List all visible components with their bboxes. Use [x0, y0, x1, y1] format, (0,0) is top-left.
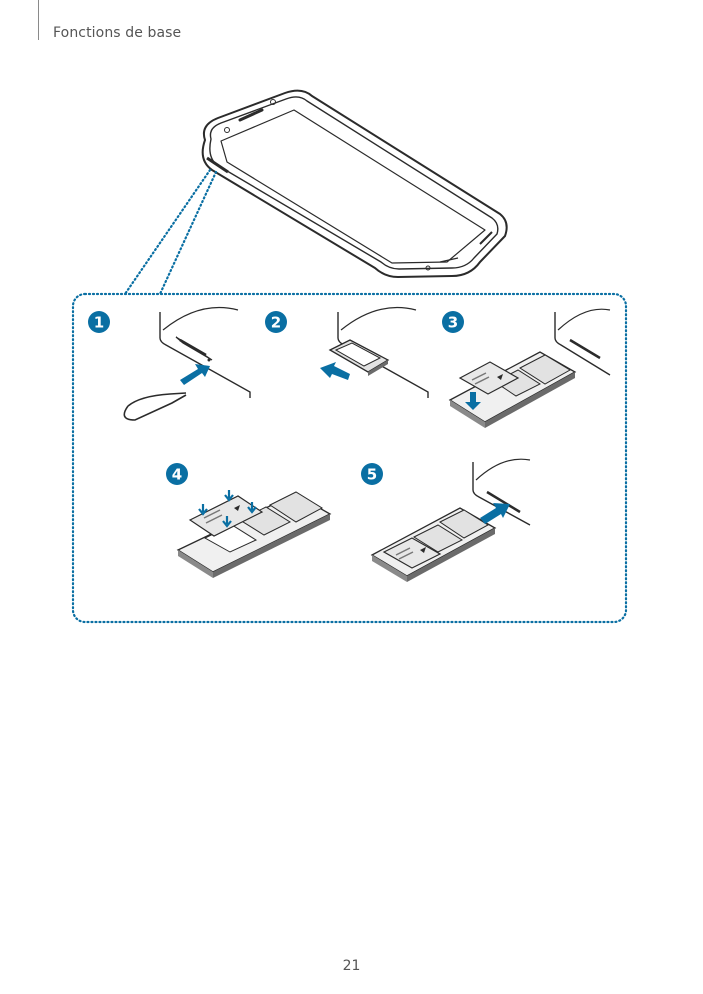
step-3-number: 3 [448, 314, 458, 332]
callout-lines [123, 168, 218, 296]
step-5-number: 5 [367, 466, 377, 484]
section-title: Fonctions de base [53, 25, 182, 41]
step-4-number: 4 [172, 466, 182, 484]
step-2-number: 2 [271, 314, 281, 332]
phone-illustration [201, 89, 508, 278]
step-4-panel: 4 [166, 463, 332, 578]
page-number: 21 [342, 958, 361, 974]
step-1-badge [88, 311, 110, 333]
step-3-badge [442, 311, 464, 333]
callout-box [71, 292, 628, 624]
step-1-panel: 1 [88, 306, 251, 421]
step-1-number: 1 [94, 314, 104, 332]
step-4-badge [166, 463, 188, 485]
step-2-badge [265, 311, 287, 333]
header-rule [38, 0, 39, 40]
step-2-panel: 2 [265, 306, 429, 398]
step-5-badge [361, 463, 383, 485]
step-5-panel: 5 [361, 458, 531, 582]
step-3-panel: 3 [442, 308, 611, 428]
